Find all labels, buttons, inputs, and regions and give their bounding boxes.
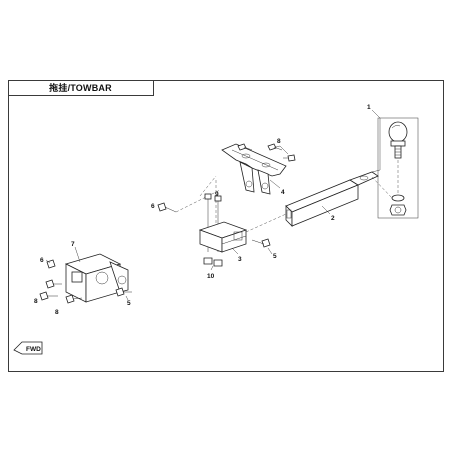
bolt-9a-head xyxy=(204,193,212,200)
callout-3: 3 xyxy=(238,256,242,263)
bracket-body xyxy=(221,143,287,177)
receiver-clamp xyxy=(198,193,248,255)
bolt-5r-shank xyxy=(251,239,265,245)
bolt-5r-head xyxy=(261,238,271,248)
leg-hole-right xyxy=(261,182,269,190)
bolt-5-right xyxy=(251,238,273,255)
nut-hole xyxy=(394,206,402,214)
receiver-socket xyxy=(71,271,83,283)
callout-2: 2 xyxy=(331,215,335,222)
leader-5l xyxy=(125,295,129,301)
diagram-frame xyxy=(8,80,444,372)
callout-7: 7 xyxy=(71,241,75,248)
callout-6-left: 6 xyxy=(40,257,44,264)
callout-4: 4 xyxy=(281,189,285,196)
nut-6-left xyxy=(46,259,56,269)
bolt-set-top xyxy=(237,143,296,162)
callout-8-top: 8 xyxy=(277,138,281,145)
bolt-5-left-head xyxy=(115,287,125,297)
clamp-divider xyxy=(221,235,247,245)
callout-1: 1 xyxy=(367,104,371,111)
bolt-6-dash xyxy=(175,189,221,213)
diagram-title: 拖挂/TOWBAR xyxy=(8,80,154,96)
callout-9: 9 xyxy=(215,191,219,198)
bracket-slot-b xyxy=(261,162,271,168)
bolt-8-head-b xyxy=(267,143,277,151)
bolt-8-shank-b xyxy=(273,146,283,151)
fwd-label: FWD xyxy=(26,346,41,353)
callout-5-right: 5 xyxy=(273,253,277,260)
bolt-9b-head xyxy=(214,195,222,202)
drawbar xyxy=(285,171,393,227)
bolt-8-left-c-shank xyxy=(72,297,83,300)
receiver-hole xyxy=(95,271,109,285)
clamp-side xyxy=(221,229,247,253)
drawbar-hole xyxy=(286,209,292,219)
bolt-8-shank-a xyxy=(243,146,253,151)
leader-7 xyxy=(74,246,81,263)
plate-hole xyxy=(359,175,369,181)
leader-3 xyxy=(231,247,239,255)
bolt-6-mid xyxy=(157,189,221,213)
shank-thread xyxy=(395,148,401,156)
nut-10a xyxy=(203,257,213,265)
drawbar-side xyxy=(291,184,359,227)
bolt-8-left-c xyxy=(65,294,75,304)
callout-6-mid: 6 xyxy=(151,203,155,210)
plate-bolt-hole xyxy=(117,275,127,285)
bolt-8-head-c xyxy=(287,154,296,162)
callout-5-left: 5 xyxy=(127,300,131,307)
bracket-edge xyxy=(231,149,279,171)
leader-8b xyxy=(279,145,289,155)
plate-to-ball xyxy=(371,176,393,199)
bracket-slot-a xyxy=(241,153,251,159)
drawbar-insert-line xyxy=(245,213,287,233)
ball-washer xyxy=(391,194,405,202)
callout-10: 10 xyxy=(207,273,215,280)
bolt-8-left-a xyxy=(45,279,55,289)
hitch-receiver-block xyxy=(64,246,129,303)
dash-left-b xyxy=(199,175,217,197)
callout-8-left-a: 8 xyxy=(34,298,38,305)
leader-2 xyxy=(321,205,331,215)
bracket-leg-left xyxy=(239,161,255,193)
leg-hole-left xyxy=(245,180,253,188)
callout-labels: 1 2 3 4 5 5 6 6 7 8 8 8 9 10 xyxy=(34,104,371,316)
leader-10 xyxy=(210,265,214,271)
bolt-6-shank xyxy=(164,206,177,213)
left-fasteners xyxy=(39,259,132,304)
mount-bracket xyxy=(221,143,287,195)
leader-1 xyxy=(371,109,381,173)
bolt-8-left-b xyxy=(39,291,49,301)
forward-direction-arrow: FWD xyxy=(13,341,43,355)
ball-nut xyxy=(389,204,407,216)
leader-4 xyxy=(269,179,281,189)
drawbar-plate xyxy=(349,171,379,186)
clamp-socket xyxy=(233,231,243,241)
leader-5r xyxy=(267,247,273,255)
hitch-ball-assembly xyxy=(371,109,419,219)
leader-6b xyxy=(45,259,51,264)
hitch-ball xyxy=(388,121,408,143)
nut-10b xyxy=(213,259,223,267)
hitch-ball-box xyxy=(377,117,419,219)
nuts-10 xyxy=(203,257,223,271)
ball-collar xyxy=(390,140,406,147)
bolt-6-head xyxy=(157,202,167,212)
callout-8-left-b: 8 xyxy=(55,309,59,316)
bracket-leg-right xyxy=(257,169,271,195)
fwd-arrow-shape xyxy=(13,341,43,355)
ball-highlight xyxy=(391,125,401,129)
